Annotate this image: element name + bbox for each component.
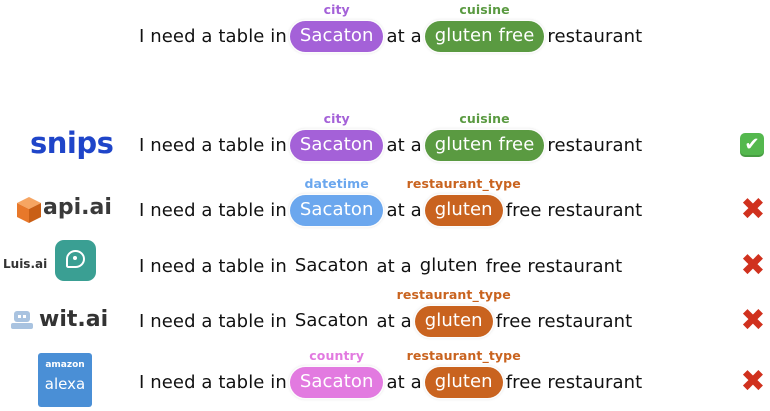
slot-value: Sacaton: [294, 254, 369, 276]
text-segment: I need a table in: [139, 134, 287, 156]
wit-ai-logo: wit.ai: [0, 301, 110, 341]
cross-icon: ✖: [740, 364, 766, 399]
luis-ai-logo: Luis.ai: [0, 240, 110, 286]
sentence: I need a table in Sacaton at a restauran…: [139, 287, 633, 341]
slot-unlabeled: gluten: [415, 251, 483, 282]
text-segment: at a: [376, 310, 412, 332]
text-segment: free restaurant: [505, 371, 643, 393]
text-segment: I need a table in: [139, 371, 287, 393]
text-segment: at a: [386, 199, 422, 221]
provider-row-api-ai: api.ai I need a table in datetime Sacato…: [0, 176, 770, 230]
provider-row-alexa: amazon alexa I need a table in country S…: [0, 348, 770, 407]
slot-tag: cuisine: [459, 1, 510, 17]
logo-text-bottom: alexa: [44, 375, 86, 393]
slot-tag: country: [309, 347, 365, 363]
text-segment: I need a table in: [139, 199, 287, 221]
status-incorrect: ✖: [738, 367, 768, 397]
provider-row-luis-ai: Luis.ai I need a table in Sacaton at a g…: [0, 240, 770, 286]
text-segment: free restaurant: [505, 199, 643, 221]
status-correct: ✔: [738, 130, 768, 160]
slot-value: Sacaton: [294, 309, 369, 331]
slot-unlabeled: Sacaton: [290, 306, 374, 337]
slot-datetime: datetime Sacaton: [289, 176, 384, 226]
snips-logo: snips: [0, 125, 114, 165]
cross-icon: ✖: [740, 192, 766, 227]
logo-text: wit.ai: [39, 307, 109, 332]
sentence: I need a table in Sacaton at a gluten fr…: [139, 246, 622, 286]
logo-text: snips: [30, 126, 114, 160]
logo-text: Luis.ai: [3, 257, 48, 271]
cross-icon: ✖: [740, 303, 766, 338]
text-segment: at a: [386, 25, 422, 47]
text-segment: at a: [386, 134, 422, 156]
slot-city: city Sacaton: [289, 111, 384, 161]
reference-example: I need a table in city Sacaton at a cuis…: [0, 2, 770, 56]
alexa-logo: amazon alexa: [0, 353, 110, 407]
slot-chip: gluten: [424, 194, 503, 226]
slot-restaurant-type: restaurant_type gluten: [397, 287, 511, 337]
sentence: I need a table in datetime Sacaton at a …: [139, 176, 643, 230]
status-incorrect: ✖: [738, 195, 768, 225]
api-ai-logo: api.ai: [0, 190, 112, 230]
alexa-badge-icon: amazon alexa: [38, 353, 92, 407]
text-segment: restaurant: [547, 134, 643, 156]
slot-tag: city: [323, 110, 350, 126]
text-segment: free restaurant: [485, 255, 623, 277]
slot-chip: Sacaton: [289, 194, 384, 226]
luis-ai-badge-icon: [55, 240, 96, 281]
slot-chip: Sacaton: [289, 20, 384, 52]
status-incorrect: ✖: [738, 306, 768, 336]
slot-chip: gluten: [414, 305, 493, 337]
slot-tag: datetime: [304, 175, 369, 191]
sentence: I need a table in country Sacaton at a r…: [139, 348, 643, 402]
provider-row-wit-ai: wit.ai I need a table in Sacaton at a re…: [0, 287, 770, 341]
text-segment: restaurant: [547, 25, 643, 47]
slot-city: city Sacaton: [289, 2, 384, 52]
slot-value: gluten: [419, 254, 478, 276]
slot-chip: Sacaton: [289, 129, 384, 161]
slot-tag: restaurant_type: [396, 286, 511, 302]
wit-ai-robot-icon: [11, 311, 33, 329]
text-segment: at a: [386, 371, 422, 393]
status-incorrect: ✖: [738, 251, 768, 281]
text-segment: I need a table in: [139, 25, 287, 47]
cross-icon: ✖: [740, 248, 766, 283]
slot-cuisine: cuisine gluten free: [424, 111, 545, 161]
text-segment: at a: [376, 255, 412, 277]
slot-tag: restaurant_type: [406, 175, 521, 191]
sentence: I need a table in city Sacaton at a cuis…: [139, 2, 643, 56]
check-icon: ✔: [740, 133, 764, 157]
slot-country: country Sacaton: [289, 348, 384, 398]
slot-chip: gluten free: [424, 129, 545, 161]
provider-row-snips: snips I need a table in city Sacaton at …: [0, 111, 770, 165]
text-segment: I need a table in: [139, 255, 287, 277]
slot-chip: gluten free: [424, 20, 545, 52]
slot-chip: gluten: [424, 366, 503, 398]
text-segment: free restaurant: [495, 310, 633, 332]
slot-cuisine: cuisine gluten free: [424, 2, 545, 52]
slot-tag: restaurant_type: [406, 347, 521, 363]
slot-chip: Sacaton: [289, 366, 384, 398]
slot-tag: cuisine: [459, 110, 510, 126]
logo-text-top: amazon: [45, 360, 85, 370]
slot-unlabeled: Sacaton: [290, 251, 374, 282]
slot-restaurant-type: restaurant_type gluten: [407, 348, 521, 398]
slot-restaurant-type: restaurant_type gluten: [407, 176, 521, 226]
slot-tag: city: [323, 1, 350, 17]
api-ai-cube-icon: [17, 197, 41, 223]
logo-text: api.ai: [43, 195, 112, 220]
sentence: I need a table in city Sacaton at a cuis…: [139, 111, 643, 165]
text-segment: I need a table in: [139, 310, 287, 332]
